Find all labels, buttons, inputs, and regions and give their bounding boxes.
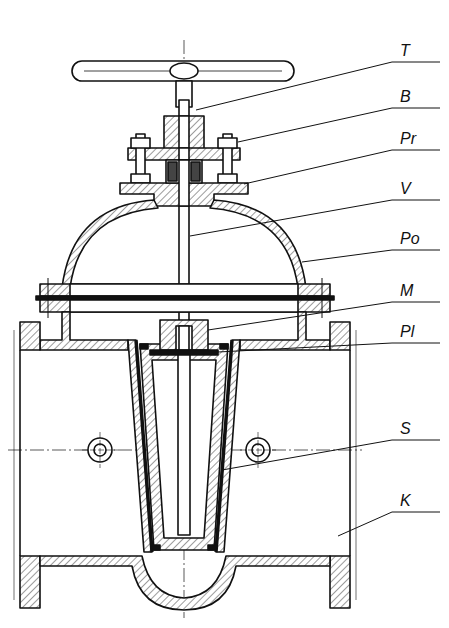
leader-line <box>190 62 440 536</box>
part-label: Po <box>400 230 420 248</box>
bonnet <box>36 200 334 318</box>
bolt-hole <box>82 432 276 468</box>
stuffing-box <box>120 160 248 206</box>
part-label: M <box>400 282 413 300</box>
part-label: Pl <box>400 323 414 341</box>
wedge <box>140 344 228 550</box>
part-label: K <box>400 492 411 510</box>
part-label: T <box>400 42 410 60</box>
part-label: B <box>400 88 411 106</box>
part-label: V <box>400 180 411 198</box>
valve-body <box>14 312 356 610</box>
part-label: Pr <box>400 130 416 148</box>
stem-nut <box>150 320 218 355</box>
part-label: S <box>400 420 411 438</box>
seat-ring <box>128 340 240 552</box>
